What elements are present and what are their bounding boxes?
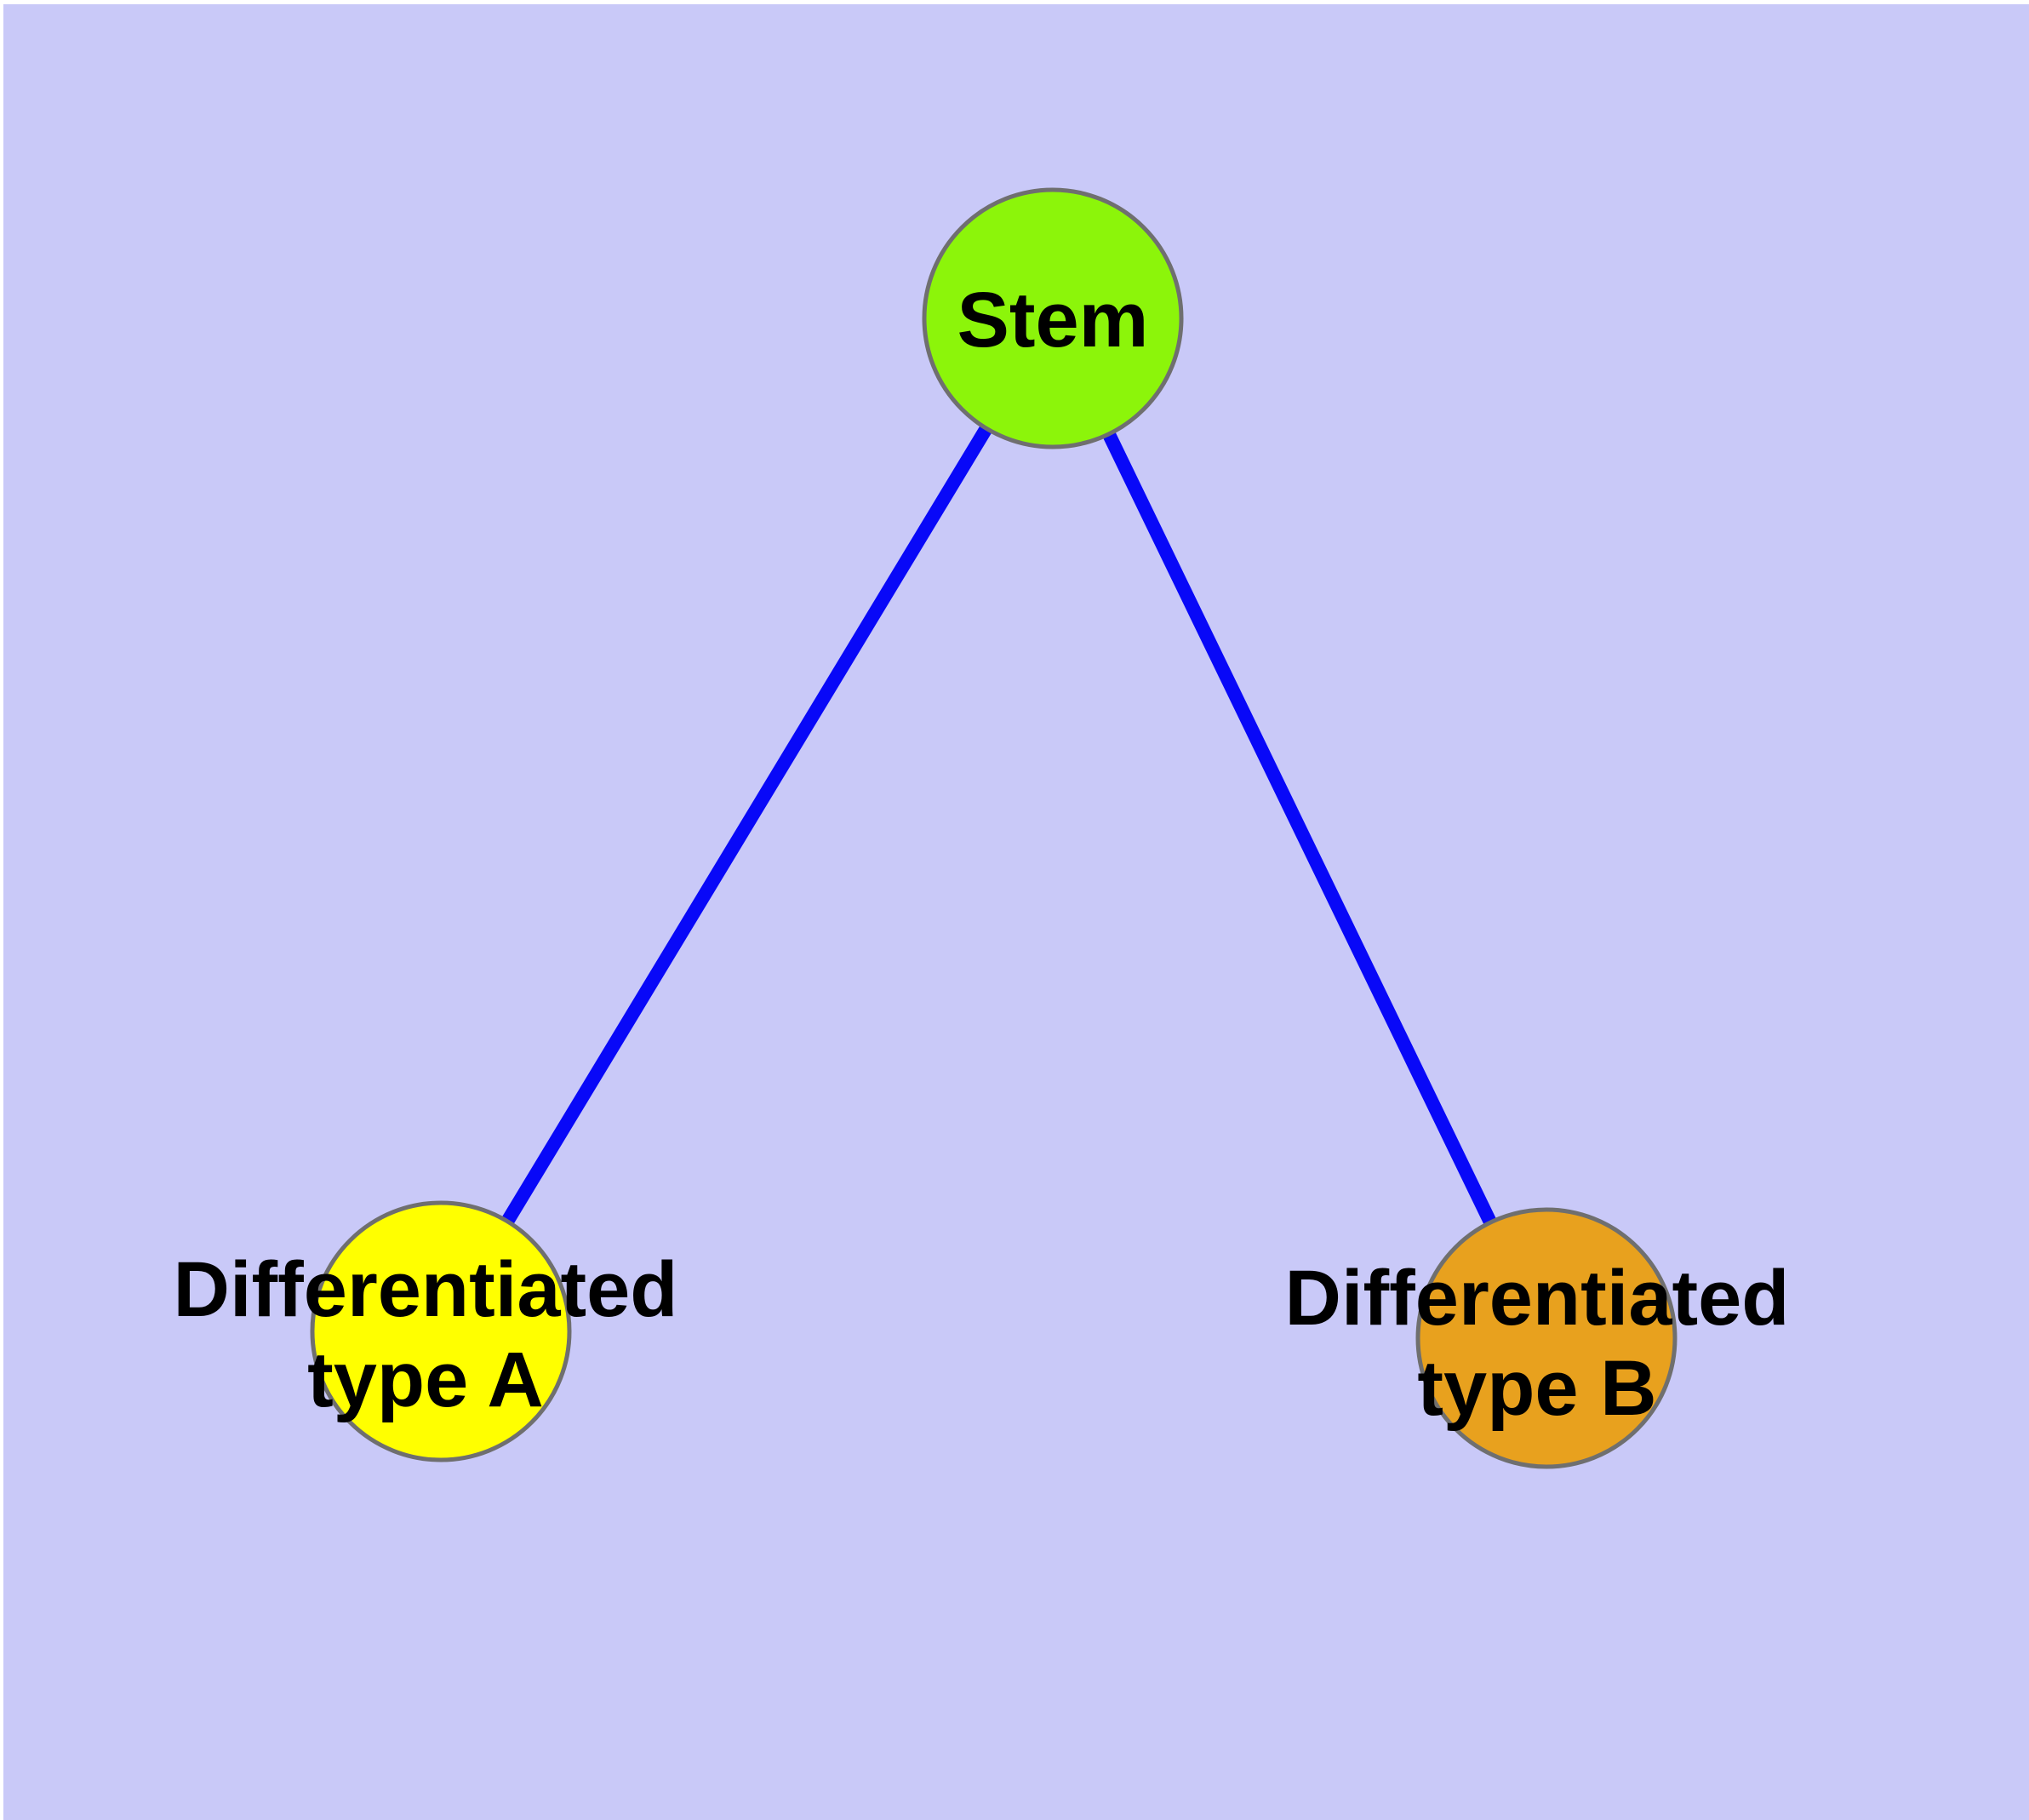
node-label-line: type A <box>307 1336 544 1423</box>
node-label-line: type B <box>1417 1345 1656 1432</box>
node-circle-stem <box>922 187 1184 449</box>
node-label-line: Stem <box>957 277 1149 363</box>
edge-stem-to-differentiated-type-b <box>1046 315 1553 1342</box>
node-circle-differentiated-type-a <box>310 1200 572 1462</box>
node-label-line: Differentiated <box>1285 1255 1790 1342</box>
edge-stem-to-differentiated-type-a <box>435 314 1059 1336</box>
node-circle-differentiated-type-b <box>1415 1207 1677 1469</box>
node-label-stem: Stem <box>957 277 1149 363</box>
node-label-line: Differentiated <box>174 1246 678 1333</box>
